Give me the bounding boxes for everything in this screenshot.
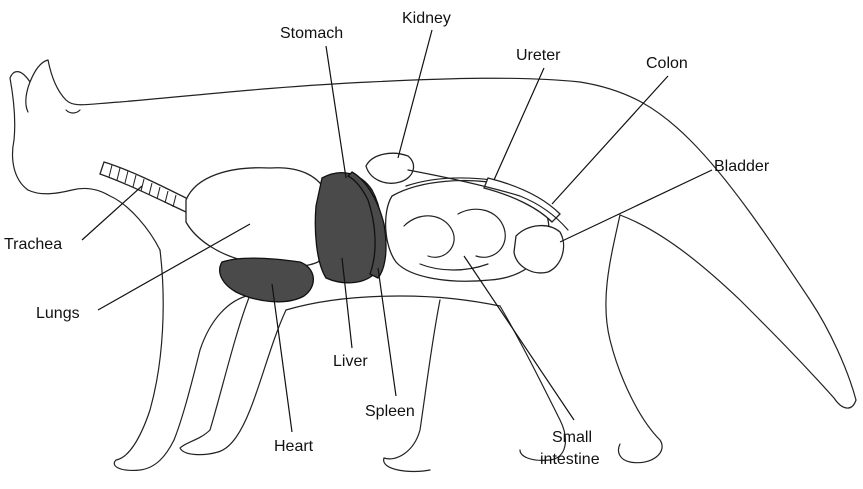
bladder: [514, 226, 564, 273]
label-lungs: Lungs: [36, 305, 80, 322]
label-small-intestine-line2: intestine: [540, 451, 600, 468]
label-spleen: Spleen: [365, 403, 415, 420]
leader-kidney: [398, 30, 432, 158]
label-liver: Liver: [333, 353, 368, 370]
leader-stomach: [326, 46, 346, 178]
label-stomach: Stomach: [280, 25, 343, 42]
leader-small-intestine: [464, 256, 574, 420]
label-kidney: Kidney: [402, 10, 451, 27]
label-ureter: Ureter: [516, 47, 561, 64]
label-heart: Heart: [274, 438, 314, 455]
leader-ureter: [494, 68, 544, 180]
label-bladder: Bladder: [714, 158, 770, 175]
label-colon: Colon: [646, 55, 688, 72]
leader-bladder: [560, 170, 712, 242]
label-trachea: Trachea: [4, 236, 62, 253]
leader-spleen: [378, 268, 396, 396]
leader-colon: [552, 76, 668, 204]
kidney: [366, 153, 414, 183]
lungs: [186, 168, 331, 267]
label-small-intestine-line1: Small: [552, 429, 592, 446]
leader-heart: [272, 284, 292, 432]
heart: [220, 258, 314, 302]
trachea: [100, 162, 190, 212]
